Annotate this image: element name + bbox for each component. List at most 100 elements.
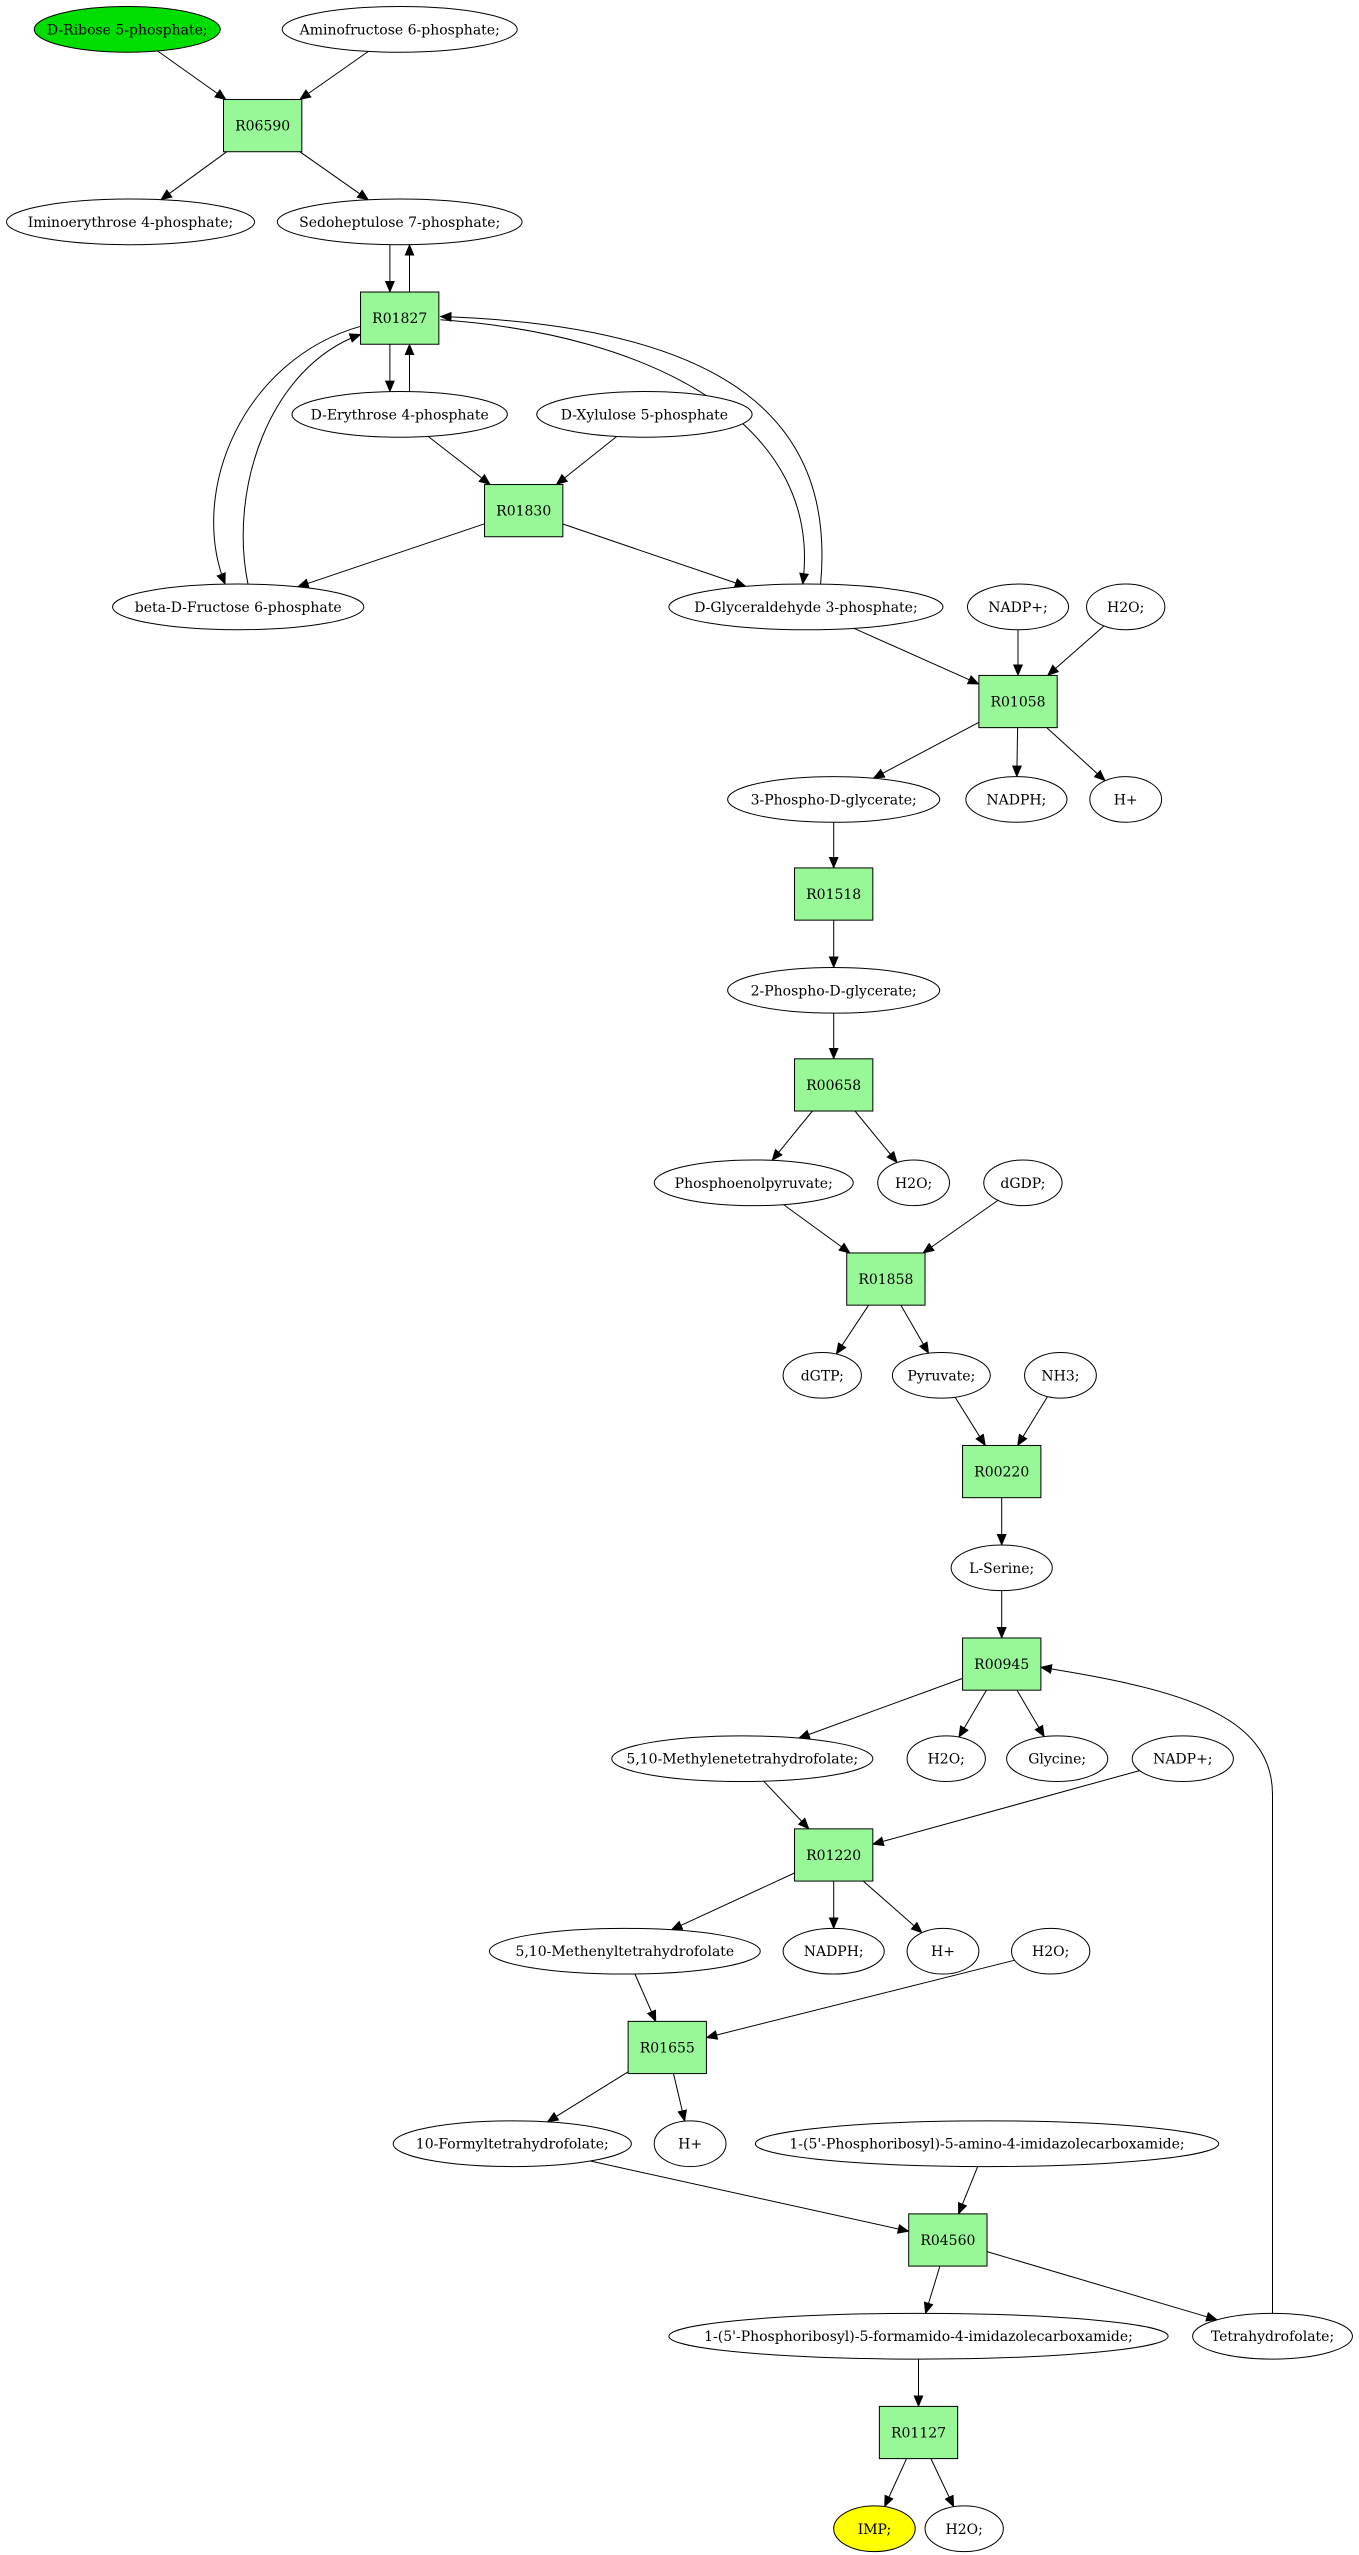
edge-m-pyruvate-to-r-r00220 (954, 1396, 986, 1447)
metabolite-node-m-h2o1[interactable]: H2O; (1086, 583, 1166, 631)
node-label: IMP; (858, 2522, 892, 2538)
metabolite-node-m-fructose6p[interactable]: beta-D-Fructose 6-phosphate (112, 583, 365, 631)
edge-m-thf-to-r-r00945 (1039, 1664, 1274, 2314)
metabolite-node-m-pyruvate[interactable]: Pyruvate; (891, 1351, 991, 1399)
metabolite-node-m-methenyl-thf[interactable]: 5,10-Methenyltetrahydrofolate (488, 1927, 761, 1975)
metabolite-node-m-imp[interactable]: IMP; (833, 2505, 916, 2553)
metabolite-node-m-nadph2[interactable]: NADPH; (782, 1927, 885, 1975)
metabolite-node-m-dgdp[interactable]: dGDP; (983, 1159, 1063, 1207)
metabolite-node-m-pep[interactable]: Phosphoenolpyruvate; (653, 1159, 854, 1207)
edge-r-r04560-to-m-faicar (923, 2265, 941, 2315)
metabolite-node-m-hplus1[interactable]: H+ (1089, 776, 1163, 823)
edge-r-r01058-to-m-hplus1 (1046, 727, 1106, 782)
node-label: 1-(5'-Phosphoribosyl)-5-amino-4-imidazol… (789, 2137, 1184, 2153)
reaction-node-r-r01220[interactable]: R01220 (794, 1828, 874, 1882)
node-label: NADPH; (804, 1944, 864, 1960)
edge-r-r06590-to-m-iminoerythrose4p (160, 151, 228, 201)
metabolite-ellipse (276, 198, 523, 246)
edge-m-h2o4-to-r-r01655 (705, 1959, 1015, 2040)
edge-r-r01830-to-m-fructose6p (296, 523, 485, 589)
metabolite-node-m-2pg[interactable]: 2-Phospho-D-glycerate; (727, 966, 941, 1014)
reaction-node-r-r01858[interactable]: R01858 (846, 1252, 926, 1306)
reaction-node-r-r01518[interactable]: R01518 (794, 867, 874, 921)
reaction-node-r-r00658[interactable]: R00658 (794, 1058, 874, 1112)
reaction-box (627, 2020, 707, 2075)
metabolite-node-m-h2o3[interactable]: H2O; (906, 1735, 986, 1783)
reaction-node-r-r06590[interactable]: R06590 (223, 99, 303, 153)
metabolite-node-m-lserine[interactable]: L-Serine; (950, 1544, 1053, 1592)
edge-m-aminofructose6p-to-r-r06590 (298, 50, 369, 101)
node-label: L-Serine; (969, 1561, 1034, 1577)
metabolite-node-m-h2o4[interactable]: H2O; (1011, 1927, 1091, 1975)
reaction-box (794, 1058, 874, 1112)
node-label: beta-D-Fructose 6-phosphate (135, 600, 342, 616)
node-label: R01127 (891, 2425, 946, 2441)
edge-m-dribose5p-to-r-r06590 (157, 50, 227, 101)
metabolite-ellipse (906, 1927, 980, 1975)
node-label: NADPH; (986, 792, 1046, 808)
metabolite-node-m-formyl-thf[interactable]: 10-Formyltetrahydrofolate; (392, 2120, 632, 2168)
metabolite-node-m-iminoerythrose4p[interactable]: Iminoerythrose 4-phosphate; (6, 198, 256, 246)
metabolite-node-m-derythrose4p[interactable]: D-Erythrose 4-phosphate (291, 391, 508, 438)
metabolite-node-m-nadp1[interactable]: NADP+; (966, 583, 1070, 631)
node-label: R00658 (806, 1078, 861, 1094)
edge-r-r01655-to-m-hplus3 (673, 2073, 688, 2123)
reaction-node-r-r00945[interactable]: R00945 (962, 1637, 1042, 1691)
metabolite-node-m-dgtp[interactable]: dGTP; (782, 1351, 862, 1399)
node-label: R06590 (235, 119, 290, 135)
metabolite-node-m-methylene-thf[interactable]: 5,10-Methylenetetrahydrofolate; (611, 1735, 874, 1783)
metabolite-ellipse (877, 1159, 951, 1207)
edge-m-gap-to-r-r01827 (439, 311, 823, 585)
metabolite-node-m-aicar[interactable]: 1-(5'-Phosphoribosyl)-5-amino-4-imidazol… (754, 2120, 1220, 2168)
metabolite-node-m-gap[interactable]: D-Glyceraldehyde 3-phosphate; (668, 583, 944, 631)
reaction-box (908, 2213, 988, 2267)
reaction-node-r-r01655[interactable]: R01655 (627, 2020, 707, 2075)
reaction-node-r-r00220[interactable]: R00220 (962, 1444, 1042, 1499)
edge-m-fructose6p-to-r-r01827 (242, 333, 362, 585)
metabolite-node-m-h2o2[interactable]: H2O; (877, 1159, 951, 1207)
metabolite-node-m-glycine[interactable]: Glycine; (1006, 1735, 1109, 1783)
metabolite-node-m-nadph1[interactable]: NADPH; (965, 776, 1068, 823)
metabolite-ellipse (965, 776, 1068, 823)
metabolite-node-m-faicar[interactable]: 1-(5'-Phosphoribosyl)-5-formamido-4-imid… (668, 2312, 1169, 2360)
metabolite-node-m-hplus2[interactable]: H+ (906, 1927, 980, 1975)
metabolite-node-m-nadp2[interactable]: NADP+; (1131, 1735, 1234, 1783)
metabolite-node-m-dxylulose5p[interactable]: D-Xylulose 5-phosphate (536, 391, 753, 438)
edge-m-nadp2-to-r-r01220 (871, 1770, 1140, 1847)
metabolite-node-m-3pg[interactable]: 3-Phospho-D-glycerate; (727, 776, 941, 823)
reaction-node-r-r01827[interactable]: R01827 (360, 291, 440, 345)
metabolite-ellipse (727, 966, 941, 1014)
node-label: Glycine; (1028, 1752, 1086, 1768)
metabolite-node-m-dribose5p[interactable]: D-Ribose 5-phosphate; (33, 6, 221, 53)
node-label: dGTP; (801, 1368, 844, 1384)
node-label: Phosphoenolpyruvate; (675, 1176, 833, 1192)
reaction-node-r-r04560[interactable]: R04560 (908, 2213, 988, 2267)
metabolite-node-m-thf[interactable]: Tetrahydrofolate; (1192, 2312, 1353, 2360)
edge-r-r00945-to-m-glycine (1016, 1689, 1045, 1738)
metabolite-node-m-nh3[interactable]: NH3; (1024, 1351, 1097, 1399)
edge-m-dgdp-to-r-r01858 (922, 1199, 999, 1254)
node-label: NH3; (1041, 1368, 1079, 1384)
node-label: Aminofructose 6-phosphate; (299, 22, 500, 38)
metabolite-node-m-aminofructose6p[interactable]: Aminofructose 6-phosphate; (281, 6, 518, 53)
metabolite-node-m-hplus3[interactable]: H+ (653, 2120, 727, 2168)
reaction-box (846, 1252, 926, 1306)
reaction-node-r-r01127[interactable]: R01127 (878, 2405, 959, 2460)
node-label: R01655 (640, 2040, 695, 2056)
edge-m-derythrose4p-to-r-r01830 (427, 436, 491, 486)
reaction-node-r-r01058[interactable]: R01058 (978, 674, 1058, 729)
reaction-box (978, 674, 1058, 729)
metabolite-ellipse (906, 1735, 986, 1783)
metabolite-node-m-sedoheptulose7p[interactable]: Sedoheptulose 7-phosphate; (276, 198, 523, 246)
metabolite-ellipse (924, 2505, 1004, 2553)
metabolite-ellipse (782, 1927, 885, 1975)
node-label: 5,10-Methenyltetrahydrofolate (515, 1944, 734, 1960)
edge-r-r01655-to-m-formyl-thf (546, 2071, 629, 2123)
metabolite-ellipse (668, 583, 944, 631)
edge-m-nh3-to-r-r00220 (1017, 1396, 1048, 1447)
reaction-box (962, 1637, 1042, 1691)
edge-r-r00945-to-m-methylene-thf (797, 1677, 963, 1740)
metabolite-ellipse (1024, 1351, 1097, 1399)
reaction-node-r-r01830[interactable]: R01830 (484, 484, 564, 538)
metabolite-node-m-h2o5[interactable]: H2O; (924, 2505, 1004, 2553)
